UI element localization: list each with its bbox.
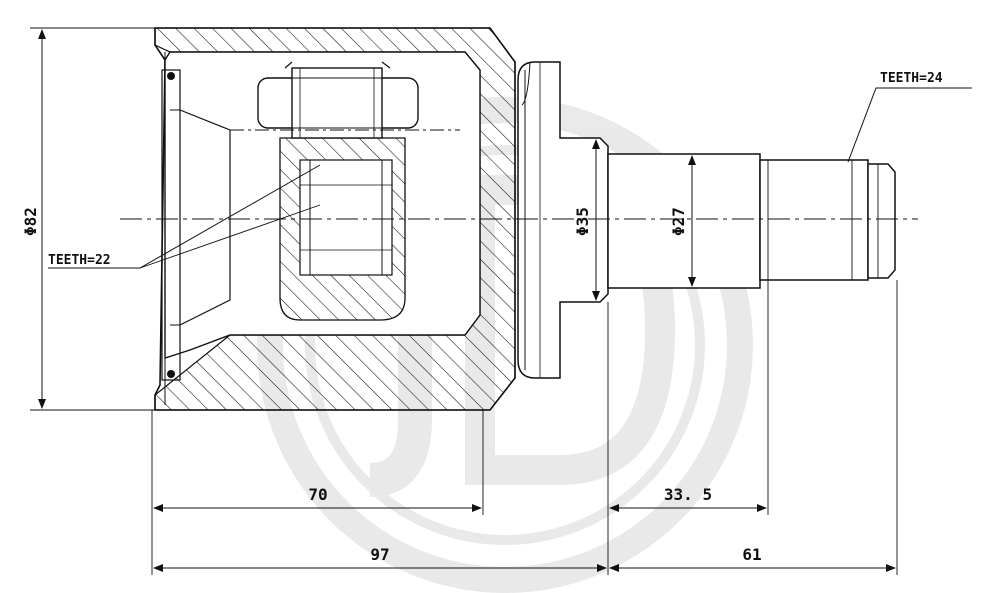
tripod-roller: [230, 61, 460, 139]
label-teeth-inner: TEETH=22: [48, 253, 111, 268]
flange: [517, 61, 609, 379]
dim-dia-flange: Φ35: [573, 207, 592, 236]
label-teeth-outer: TEETH=24: [880, 71, 943, 86]
dim-dia-outer: Φ82: [21, 207, 40, 236]
extension-lines: [30, 27, 898, 575]
inner-race: [279, 137, 406, 321]
leader-teeth-inner: [48, 164, 321, 269]
retaining-clip: [161, 69, 231, 381]
dim-33-5: 33. 5: [664, 485, 712, 504]
dim-61: 61: [742, 545, 761, 564]
dim-70: 70: [308, 485, 327, 504]
leader-teeth-outer: [847, 87, 972, 163]
dim-97: 97: [370, 545, 389, 564]
dim-dia-shaft: Φ27: [669, 207, 688, 236]
output-shaft: [607, 153, 896, 289]
